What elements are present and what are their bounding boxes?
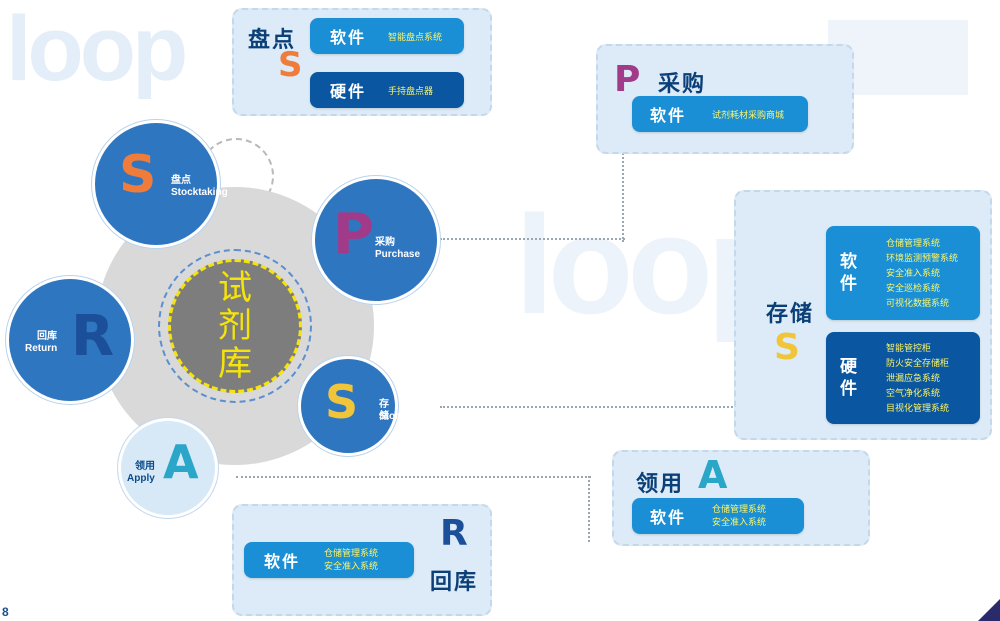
panel-return-title: 回库	[430, 569, 479, 594]
hub-label: 试剂库	[218, 269, 252, 383]
apply-software-item: 仓储管理系统	[712, 504, 767, 514]
node-stocktaking-en: Stocktaking	[171, 187, 228, 198]
node-store[interactable]: S 存储 Store	[298, 356, 405, 456]
panel-stocktaking: 盘点 S 软件 智能盘点系统 硬件 手持盘点器	[232, 8, 492, 116]
store-hardware-list: 智能管控柜 防火安全存储柜 泄漏应急系统 空气净化系统 目视化管理系统	[886, 341, 949, 416]
connector-apply	[236, 476, 591, 478]
hub-dashed-ring	[158, 249, 312, 403]
stocktaking-software-item: 智能盘点系统	[388, 31, 443, 42]
store-hardware-item: 目视化管理系统	[886, 402, 950, 413]
panel-store-title: 存储	[766, 301, 815, 326]
stocktaking-hardware-item: 手持盘点器	[388, 85, 434, 96]
return-software-pill[interactable]: 软件 仓储管理系统 安全准入系统	[244, 542, 414, 578]
return-software-label: 软件	[264, 554, 301, 571]
stocktaking-software-label: 软件	[330, 30, 367, 47]
store-software-label: 软件	[840, 252, 859, 293]
panel-apply-title: 领用	[636, 471, 685, 496]
node-purchase-en: Purchase	[375, 249, 421, 260]
s-letter-icon: S	[325, 375, 359, 429]
stocktaking-hardware-label: 硬件	[330, 84, 367, 101]
panel-return: 软件 仓储管理系统 安全准入系统 R 回库	[232, 504, 492, 616]
panel-apply: 领用 A 软件 仓储管理系统 安全准入系统	[612, 450, 870, 546]
node-stocktaking-cn: 盘点	[171, 175, 191, 186]
apply-software-list: 仓储管理系统 安全准入系统	[712, 503, 766, 529]
store-software-list: 仓储管理系统 环境监测预警系统 安全准入系统 安全巡检系统 可视化数据系统	[886, 236, 958, 311]
store-software-item: 可视化数据系统	[886, 297, 950, 308]
connector-purchase	[440, 150, 625, 240]
store-software-item: 环境监测预警系统	[886, 252, 959, 263]
a-letter-icon: A	[163, 435, 199, 489]
node-purchase-cn: 采购	[375, 237, 395, 248]
return-software-item: 仓储管理系统	[324, 548, 379, 558]
p-letter-icon: P	[614, 59, 641, 100]
corner-triangle-decoration	[978, 599, 1000, 621]
return-software-list: 仓储管理系统 安全准入系统	[324, 547, 378, 573]
connector-store	[440, 406, 736, 408]
stocktaking-software-pill[interactable]: 软件 智能盘点系统	[310, 18, 464, 54]
node-return-cn: 回库	[37, 331, 57, 342]
store-hardware-item: 防火安全存储柜	[886, 357, 950, 368]
node-apply-cn: 领用	[135, 461, 155, 472]
apply-software-item: 安全准入系统	[712, 517, 767, 527]
node-return-en: Return	[25, 343, 58, 354]
panel-store: 存储 S 软件 仓储管理系统 环境监测预警系统 安全准入系统 安全巡检系统 可视…	[734, 190, 992, 440]
page-number: 8	[2, 605, 9, 619]
store-hardware-pill[interactable]: 硬件 智能管控柜 防火安全存储柜 泄漏应急系统 空气净化系统 目视化管理系统	[826, 332, 980, 424]
purchase-software-label: 软件	[650, 108, 687, 125]
store-hardware-label: 硬件	[840, 357, 859, 398]
watermark-logo-top-left: loop	[6, 0, 188, 100]
return-software-item: 安全准入系统	[324, 561, 379, 571]
apply-software-label: 软件	[650, 510, 687, 527]
store-hardware-item: 泄漏应急系统	[886, 372, 941, 383]
s-letter-icon: S	[119, 145, 157, 205]
node-return[interactable]: R 回库 Return	[6, 276, 134, 404]
panel-purchase-title: 采购	[658, 71, 707, 96]
store-hardware-item: 智能管控柜	[886, 342, 932, 353]
r-letter-icon: R	[440, 513, 468, 554]
node-store-en: Store	[379, 411, 405, 422]
purchase-software-item: 试剂耗材采购商城	[712, 109, 785, 120]
hub-core[interactable]: 试剂库	[168, 259, 302, 393]
stocktaking-hardware-pill[interactable]: 硬件 手持盘点器	[310, 72, 464, 108]
connector-apply-down	[588, 476, 590, 542]
purchase-software-pill[interactable]: 软件 试剂耗材采购商城	[632, 96, 808, 132]
s-letter-icon: S	[278, 45, 303, 85]
apply-software-pill[interactable]: 软件 仓储管理系统 安全准入系统	[632, 498, 804, 534]
s-letter-icon: S	[774, 327, 800, 368]
store-software-item: 仓储管理系统	[886, 237, 941, 248]
store-software-pill[interactable]: 软件 仓储管理系统 环境监测预警系统 安全准入系统 安全巡检系统 可视化数据系统	[826, 226, 980, 320]
node-store-cn: 存储	[379, 399, 389, 422]
store-hardware-item: 空气净化系统	[886, 387, 941, 398]
node-purchase[interactable]: P 采购 Purchase	[312, 176, 440, 304]
node-apply-en: Apply	[127, 473, 155, 484]
p-letter-icon: P	[333, 202, 375, 267]
store-software-item: 安全巡检系统	[886, 282, 941, 293]
a-letter-icon: A	[698, 453, 728, 497]
panel-purchase: P 采购 软件 试剂耗材采购商城	[596, 44, 854, 154]
store-software-item: 安全准入系统	[886, 267, 941, 278]
node-stocktaking[interactable]: S 盘点 Stocktaking	[92, 120, 228, 248]
panel-stocktaking-title: 盘点	[248, 27, 297, 52]
node-apply[interactable]: A 领用 Apply	[118, 418, 218, 518]
connector-purchase-up	[622, 150, 624, 242]
r-letter-icon: R	[71, 304, 115, 369]
